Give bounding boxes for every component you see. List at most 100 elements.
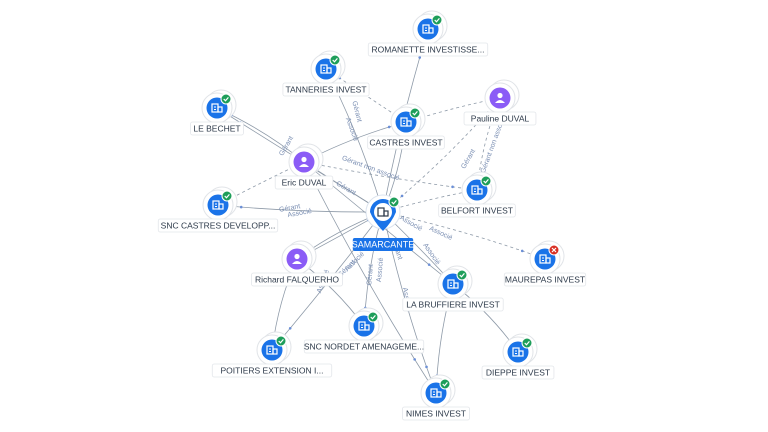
node-label: SNC NORDET AMENAGEME... xyxy=(304,342,424,352)
building-icon xyxy=(512,347,524,357)
center-node[interactable]: SAMARCANTE xyxy=(352,194,415,251)
edge-arrow xyxy=(413,358,416,361)
node-label-box xyxy=(402,297,504,312)
edge-arrow xyxy=(427,263,431,266)
node-label: CASTRES INVEST xyxy=(369,138,442,148)
node-label-box xyxy=(282,82,370,97)
edge-eduval-belfort xyxy=(303,161,478,191)
edge-label: Associé xyxy=(428,225,453,242)
node-label: ROMANETTE INVESTISSE... xyxy=(372,45,485,55)
node-label-box xyxy=(190,121,244,136)
node-snccastres[interactable]: SNC CASTRES DEVELOPP... xyxy=(157,186,279,233)
building-icon xyxy=(422,24,434,34)
node-label: DIEPPE INVEST xyxy=(486,368,550,378)
node-label-box xyxy=(481,365,555,380)
check-badge-icon xyxy=(388,196,400,208)
node-label: LA BRUFFIERE INVEST xyxy=(406,300,500,310)
node-tanneries[interactable]: TANNERIES INVEST xyxy=(282,50,370,97)
person-icon xyxy=(299,156,309,167)
building-icon xyxy=(377,207,389,217)
building-icon xyxy=(211,103,223,113)
node-label-box xyxy=(157,218,279,233)
edge-label: Associé xyxy=(287,208,312,219)
node-label-box xyxy=(303,339,425,354)
edge-label: Associé xyxy=(398,215,423,233)
check-badge-icon xyxy=(275,335,287,347)
node-label-box xyxy=(211,363,333,378)
node-eduval[interactable]: Eric DUVAL xyxy=(274,143,334,190)
node-label-box xyxy=(367,135,445,150)
building-icon xyxy=(320,64,332,74)
edge-arrow xyxy=(425,365,428,369)
edge-label: Associé xyxy=(376,257,385,282)
node-label-box xyxy=(367,42,489,57)
check-badge-icon xyxy=(439,378,451,390)
node-label: SNC CASTRES DEVELOPP... xyxy=(161,221,276,231)
node-castres[interactable]: CASTRES INVEST xyxy=(367,103,445,150)
node-label: Pauline DUVAL xyxy=(471,114,530,124)
building-icon xyxy=(358,321,370,331)
node-pduval[interactable]: Pauline DUVAL xyxy=(463,79,537,126)
node-lebechet[interactable]: LE BECHET xyxy=(190,89,244,136)
person-icon xyxy=(292,253,302,264)
edge-eduval-nimes xyxy=(303,161,437,394)
node-nimes[interactable]: NIMES INVEST xyxy=(402,374,470,421)
node-label-box xyxy=(274,175,334,190)
node-label: TANNERIES INVEST xyxy=(285,85,366,95)
node-label-box xyxy=(463,111,537,126)
node-label: BELFORT INVEST xyxy=(441,206,513,216)
node-bruffiere[interactable]: LA BRUFFIERE INVEST xyxy=(402,265,504,312)
check-badge-icon xyxy=(480,175,492,187)
edge-arrow xyxy=(418,56,422,59)
building-icon xyxy=(539,254,551,264)
edge-arrow xyxy=(288,326,292,330)
node-label: POITIERS EXTENSION I... xyxy=(221,366,324,376)
node-label-box xyxy=(402,406,470,421)
edge-arrow xyxy=(520,249,524,253)
person-icon xyxy=(495,92,505,103)
node-label: NIMES INVEST xyxy=(406,409,466,419)
check-badge-icon xyxy=(521,337,533,349)
building-icon xyxy=(212,200,224,210)
check-badge-icon xyxy=(409,107,421,119)
edge-arrow xyxy=(451,185,454,189)
edge-arrow xyxy=(387,125,391,129)
edge-label: Gérant xyxy=(460,148,477,170)
edge-label: Gérant xyxy=(279,203,301,214)
check-badge-icon xyxy=(221,190,233,202)
building-icon xyxy=(430,388,442,398)
node-dieppe[interactable]: DIEPPE INVEST xyxy=(481,333,555,380)
building-icon xyxy=(266,345,278,355)
node-belfort[interactable]: BELFORT INVEST xyxy=(438,171,516,218)
check-badge-icon xyxy=(329,54,341,66)
node-label-box xyxy=(251,272,343,287)
edge-label: Associé xyxy=(344,251,366,273)
edge-arrow xyxy=(239,205,243,209)
check-badge-icon xyxy=(456,269,468,281)
node-romanette[interactable]: ROMANETTE INVESTISSE... xyxy=(367,10,489,57)
node-label: Eric DUVAL xyxy=(282,178,327,188)
node-poitiers[interactable]: POITIERS EXTENSION I... xyxy=(211,331,333,378)
nodes-layer: ROMANETTE INVESTISSE... TANNERIES INVEST L… xyxy=(157,10,587,421)
check-badge-icon xyxy=(367,311,379,323)
edge-label: Gérant xyxy=(366,264,375,286)
node-maurepas[interactable]: MAUREPAS INVEST xyxy=(503,240,587,287)
center-label: SAMARCANTE xyxy=(352,240,415,250)
check-badge-icon xyxy=(220,93,232,105)
node-sncnordet[interactable]: SNC NORDET AMENAGEME... xyxy=(303,307,425,354)
node-label-box xyxy=(438,203,516,218)
edge-label: Gérant non associé xyxy=(341,155,401,182)
node-label-box xyxy=(503,272,587,287)
closed-badge-icon xyxy=(548,244,560,256)
building-icon xyxy=(471,185,483,195)
node-label: MAUREPAS INVEST xyxy=(505,275,585,285)
edge-center-maurepas xyxy=(382,211,546,260)
building-icon xyxy=(447,279,459,289)
node-label: LE BECHET xyxy=(193,124,240,134)
node-rfalquerho[interactable]: Richard FALQUERHO xyxy=(251,240,343,287)
center-label-box xyxy=(352,238,414,251)
edge-label: Associé xyxy=(421,242,441,266)
check-badge-icon xyxy=(431,14,443,26)
edge-label: Gérant xyxy=(335,180,357,197)
